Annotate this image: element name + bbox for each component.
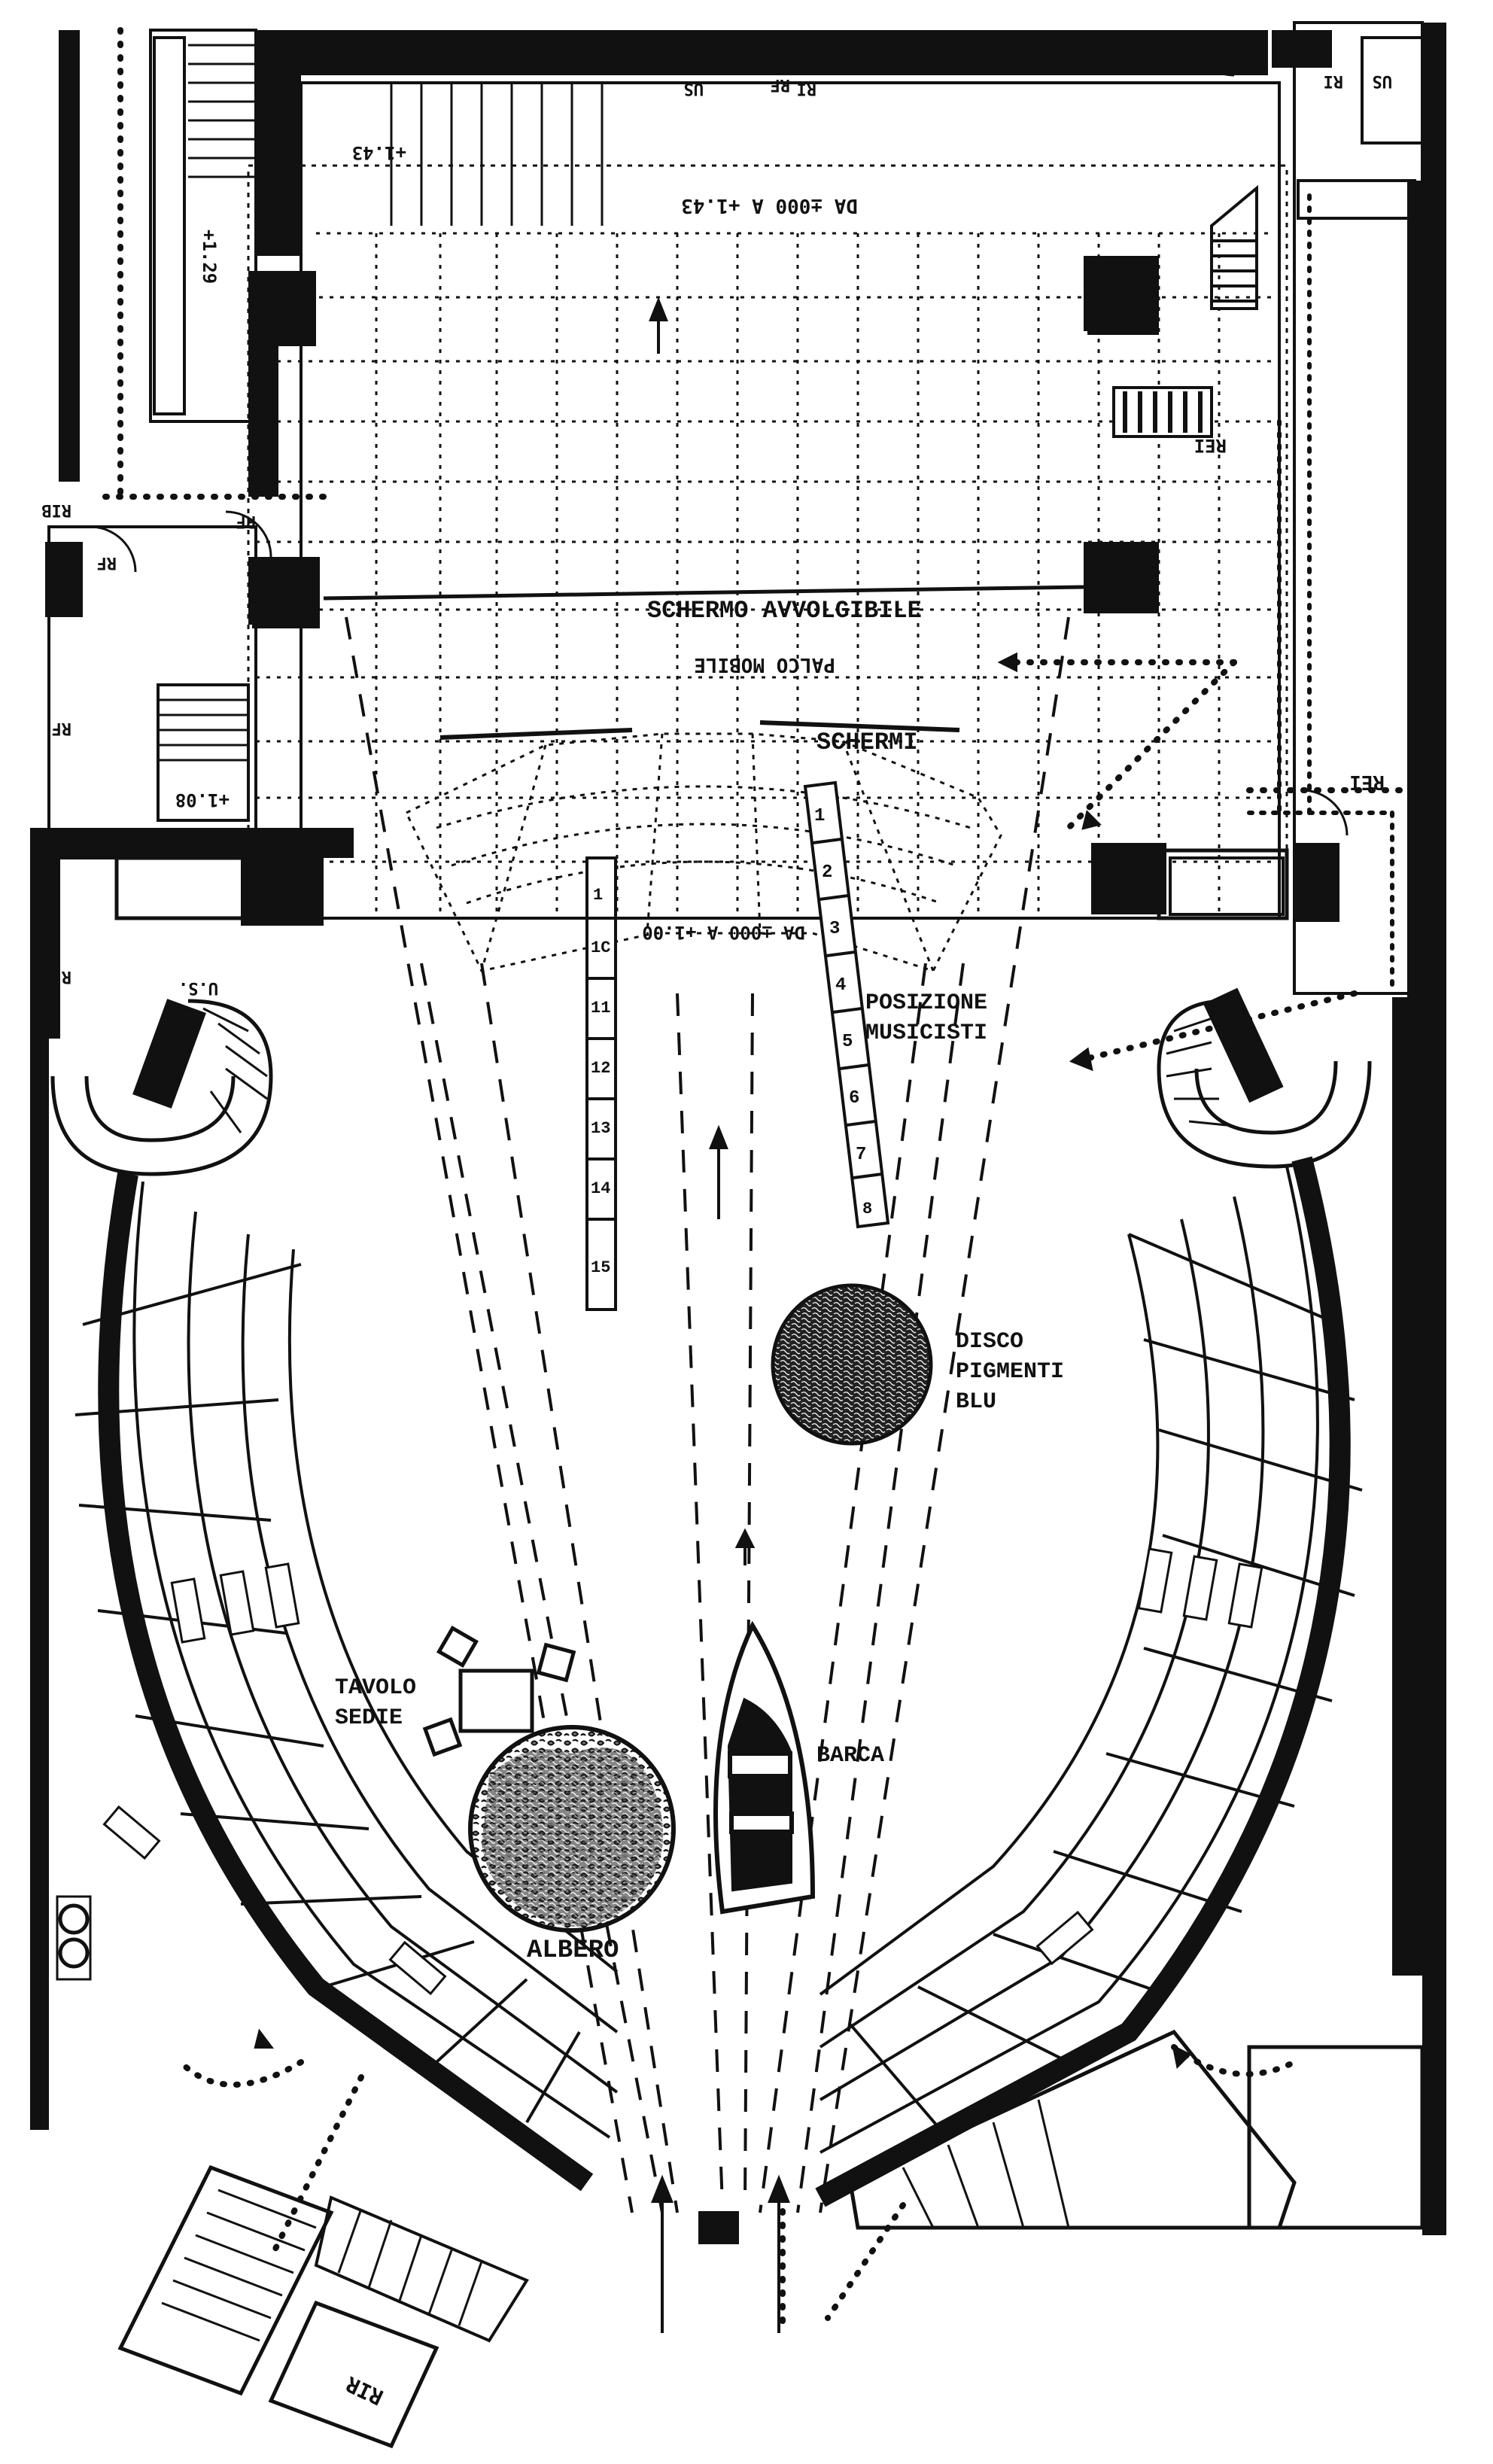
- boat-label: BARCA: [816, 1743, 884, 1769]
- right-number: 6: [849, 1088, 859, 1109]
- bottom-right-rooms: [848, 2029, 1425, 2230]
- screen-roller-label: SCHERMO AVVOLGIBILE: [647, 597, 922, 625]
- lower-stair-level: +1.08: [175, 789, 230, 811]
- left-spiral-stair: [50, 999, 273, 1176]
- right-spiral-stair: [1157, 987, 1372, 1169]
- left-number: 11: [591, 999, 610, 1018]
- rf-tag: RF: [236, 512, 257, 531]
- right-number: 5: [842, 1032, 853, 1052]
- right-number: 3: [829, 919, 840, 939]
- musician-strip-left: [585, 856, 617, 1311]
- arrows: [254, 297, 1192, 2333]
- front-level-label: DA ±000 A +1.00: [642, 922, 805, 943]
- stage-area: [247, 81, 1288, 920]
- rf-tag: RF: [97, 553, 117, 572]
- musician-numbers-right: 1 2 3 4 5 6 7 8: [814, 806, 872, 1218]
- left-number: 15: [591, 1258, 610, 1277]
- screens-label: SCHERMI: [816, 729, 917, 756]
- tree: [468, 1725, 676, 1933]
- rei-tag: REI: [1349, 771, 1385, 793]
- rei-tag: REI: [1194, 435, 1227, 456]
- us-tag: U.S.: [178, 978, 218, 997]
- rf-tag: RF: [52, 967, 72, 986]
- left-number: 1C: [591, 938, 610, 957]
- ri-tag: RI: [1324, 71, 1344, 90]
- ri-tag: RI: [797, 79, 817, 98]
- side-stair-level: +1.29: [199, 230, 220, 284]
- table-label: TAVOLO: [335, 1675, 416, 1701]
- top-level-label: DA ±000 A +1.43: [681, 194, 858, 217]
- disc-label-3: BLU: [956, 1389, 996, 1415]
- left-number: 1: [593, 886, 603, 905]
- right-dotted-corridor: [1247, 193, 1394, 996]
- us-tag: US: [1373, 71, 1393, 90]
- blue-pigment-disc: [771, 1283, 933, 1446]
- right-number: 2: [822, 862, 832, 883]
- boat: [713, 1620, 816, 1915]
- rir-tag: RIR: [342, 2371, 387, 2410]
- us-tag: US: [684, 79, 704, 98]
- left-number: 13: [591, 1119, 610, 1138]
- rei-tag: REI: [676, 33, 711, 56]
- right-number: 7: [856, 1145, 866, 1165]
- rib-tag: RIB: [41, 500, 71, 519]
- tree-label: ALBERO: [527, 1936, 619, 1965]
- tier-benches: [102, 1547, 1263, 1996]
- left-rooms: [47, 29, 1349, 920]
- audience-left: [74, 1172, 619, 2192]
- rf-tag: RF: [771, 75, 791, 94]
- musicians-label-1: POSIZIONE: [865, 990, 987, 1016]
- rf-tag: RF: [52, 719, 72, 738]
- left-number: 14: [591, 1179, 610, 1198]
- right-corridor: [1157, 21, 1424, 995]
- musician-numbers-left: 1 1C 11 12 13 14 15: [591, 886, 610, 1277]
- musician-strip-right: [803, 780, 890, 1229]
- bottom-left-fixtures: [56, 1895, 92, 1981]
- disc-label-2: PIGMENTI: [956, 1359, 1064, 1385]
- rf-tag: RF: [274, 237, 294, 256]
- musicians-label-2: MUSICISTI: [865, 1021, 987, 1046]
- left-number: 12: [591, 1059, 610, 1078]
- bottom-left-stair: [117, 2164, 529, 2449]
- labels: DA ±000 A +1.43 +1.43 +1.29 +1.08 DA ±00…: [41, 33, 1392, 2410]
- table-and-chairs: [422, 1625, 576, 1757]
- right-number: 8: [862, 1200, 872, 1218]
- right-number: 4: [835, 975, 846, 996]
- upper-stair-level: +1.43: [352, 142, 406, 163]
- mobile-stage-label: PALCO MOBILE: [694, 653, 835, 676]
- disc-label-1: DISCO: [956, 1329, 1023, 1355]
- chairs-label: SEDIE: [335, 1705, 403, 1731]
- front-platform-fan: [405, 732, 1002, 972]
- right-number: 1: [814, 806, 825, 826]
